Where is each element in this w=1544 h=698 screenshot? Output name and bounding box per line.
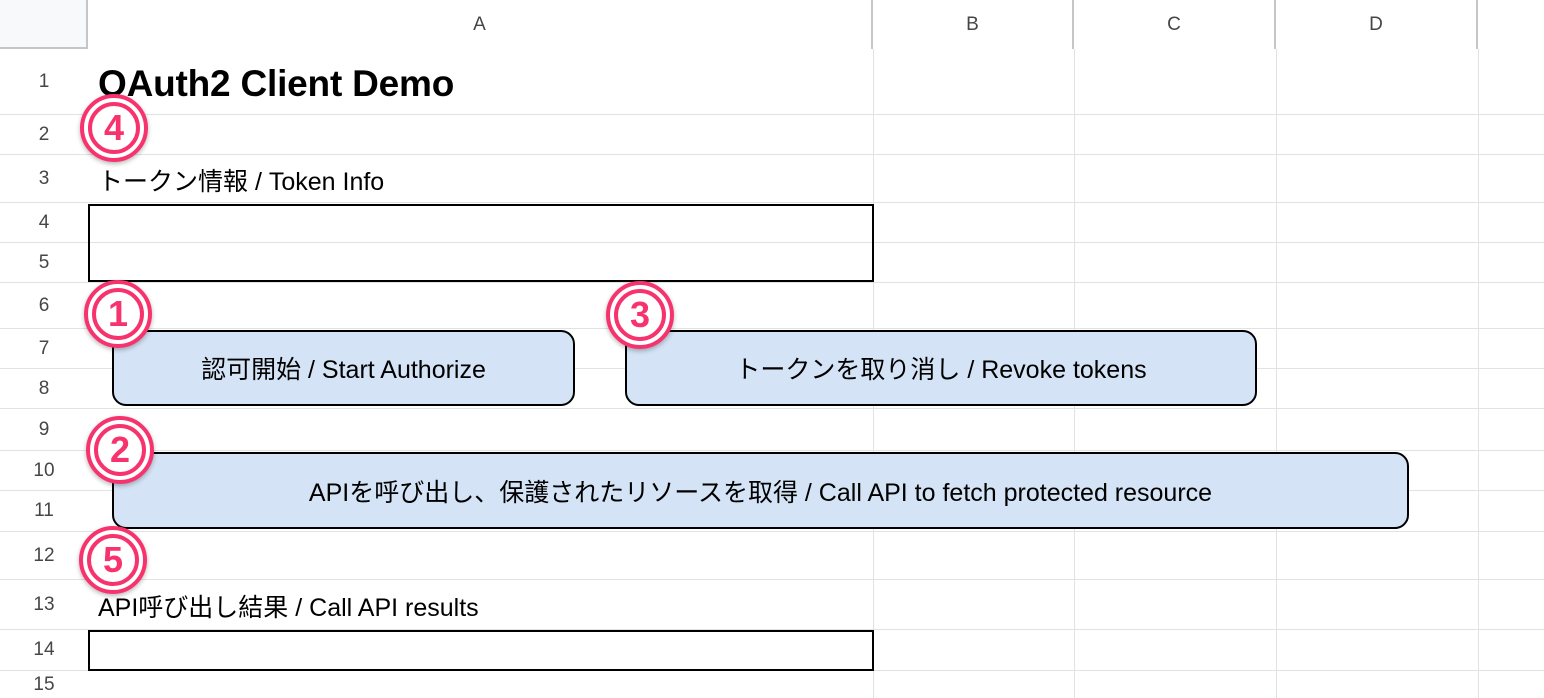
revoke-tokens-button-label: トークンを取り消し / Revoke tokens <box>735 356 1147 384</box>
gridline-row-1 <box>88 114 1544 115</box>
gridline-row-8 <box>88 408 1544 409</box>
row-header-5-label: 5 <box>38 251 50 273</box>
column-header-b-label: B <box>966 13 979 35</box>
gridline-row-4 <box>88 242 1544 243</box>
row-header-12-label: 12 <box>33 544 55 566</box>
api-results-output-box[interactable] <box>88 630 874 671</box>
gridline-row-12 <box>88 579 1544 580</box>
annotation-badge-3-number: 3 <box>614 289 666 341</box>
row-header-7-label: 7 <box>38 337 50 359</box>
select-all-corner[interactable] <box>0 0 88 49</box>
row-header-1-label: 1 <box>38 70 50 92</box>
row-header-5[interactable]: 5 <box>0 243 88 283</box>
row-header-4[interactable]: 4 <box>0 203 88 243</box>
start-authorize-button-label: 認可開始 / Start Authorize <box>201 356 486 384</box>
column-header-a[interactable]: A <box>88 0 873 49</box>
call-api-button[interactable]: APIを呼び出し、保護されたリソースを取得 / Call API to fetc… <box>112 452 1409 529</box>
column-header-c-label: C <box>1167 13 1181 35</box>
revoke-tokens-button[interactable]: トークンを取り消し / Revoke tokens <box>625 330 1257 406</box>
page-title: OAuth2 Client Demo <box>98 63 455 104</box>
row-header-14[interactable]: 14 <box>0 630 88 671</box>
annotation-badge-2-number: 2 <box>94 424 146 476</box>
call-api-button-label: APIを呼び出し、保護されたリソースを取得 / Call API to fetc… <box>308 478 1213 507</box>
row-header-14-label: 14 <box>33 639 55 660</box>
row-header-10-label: 10 <box>33 459 55 481</box>
row-header-1[interactable]: 1 <box>0 49 88 115</box>
row-header-2-label: 2 <box>38 123 50 145</box>
row-header-6-label: 6 <box>38 294 50 316</box>
start-authorize-button[interactable]: 認可開始 / Start Authorize <box>112 330 575 406</box>
row-header-3-label: 3 <box>38 167 50 189</box>
annotation-badge-3: 3 <box>606 281 674 349</box>
annotation-badge-5-number: 5 <box>87 534 139 586</box>
column-header-c[interactable]: C <box>1074 0 1276 49</box>
row-header-13[interactable]: 13 <box>0 580 88 630</box>
annotation-badge-4: 4 <box>80 94 148 162</box>
column-header-a-label: A <box>473 13 486 35</box>
row-header-9[interactable]: 9 <box>0 409 88 451</box>
column-header-d-label: D <box>1369 13 1383 35</box>
row-header-9-label: 9 <box>38 418 50 440</box>
row-header-6[interactable]: 6 <box>0 283 88 329</box>
annotation-badge-1-number: 1 <box>92 288 144 340</box>
row-header-15-label: 15 <box>33 673 55 695</box>
api-results-label: API呼び出し結果 / Call API results <box>98 594 479 622</box>
gridline-row-3 <box>88 202 1544 203</box>
row-header-11-label: 11 <box>34 500 54 521</box>
column-header-b[interactable]: B <box>873 0 1074 49</box>
row-header-11[interactable]: 11 <box>0 491 88 532</box>
gridline-row-13 <box>88 629 1544 630</box>
annotation-badge-4-number: 4 <box>88 102 140 154</box>
gridline-row-6 <box>88 328 1544 329</box>
row-header-8-label: 8 <box>38 377 50 399</box>
row-header-15[interactable]: 15 <box>0 671 88 698</box>
token-info-output-box[interactable] <box>88 204 874 282</box>
annotation-badge-1: 1 <box>84 280 152 348</box>
gridline-col-c <box>1276 49 1277 698</box>
row-header-13-label: 13 <box>33 593 55 615</box>
row-header-3[interactable]: 3 <box>0 155 88 203</box>
row-header-12[interactable]: 12 <box>0 532 88 580</box>
column-header-d[interactable]: D <box>1276 0 1478 49</box>
row-header-2[interactable]: 2 <box>0 115 88 155</box>
row-header-7[interactable]: 7 <box>0 329 88 369</box>
gridline-col-d <box>1478 49 1479 698</box>
column-header-e[interactable] <box>1478 0 1544 49</box>
row-header-8[interactable]: 8 <box>0 369 88 409</box>
gridline-row-9 <box>88 450 1544 451</box>
gridline-row-11 <box>88 531 1544 532</box>
token-info-label: トークン情報 / Token Info <box>98 168 385 196</box>
annotation-badge-5: 5 <box>79 526 147 594</box>
row-header-10[interactable]: 10 <box>0 451 88 491</box>
annotation-badge-2: 2 <box>86 416 154 484</box>
row-header-4-label: 4 <box>38 211 50 233</box>
gridline-row-2 <box>88 154 1544 155</box>
gridline-row-5 <box>88 282 1544 283</box>
